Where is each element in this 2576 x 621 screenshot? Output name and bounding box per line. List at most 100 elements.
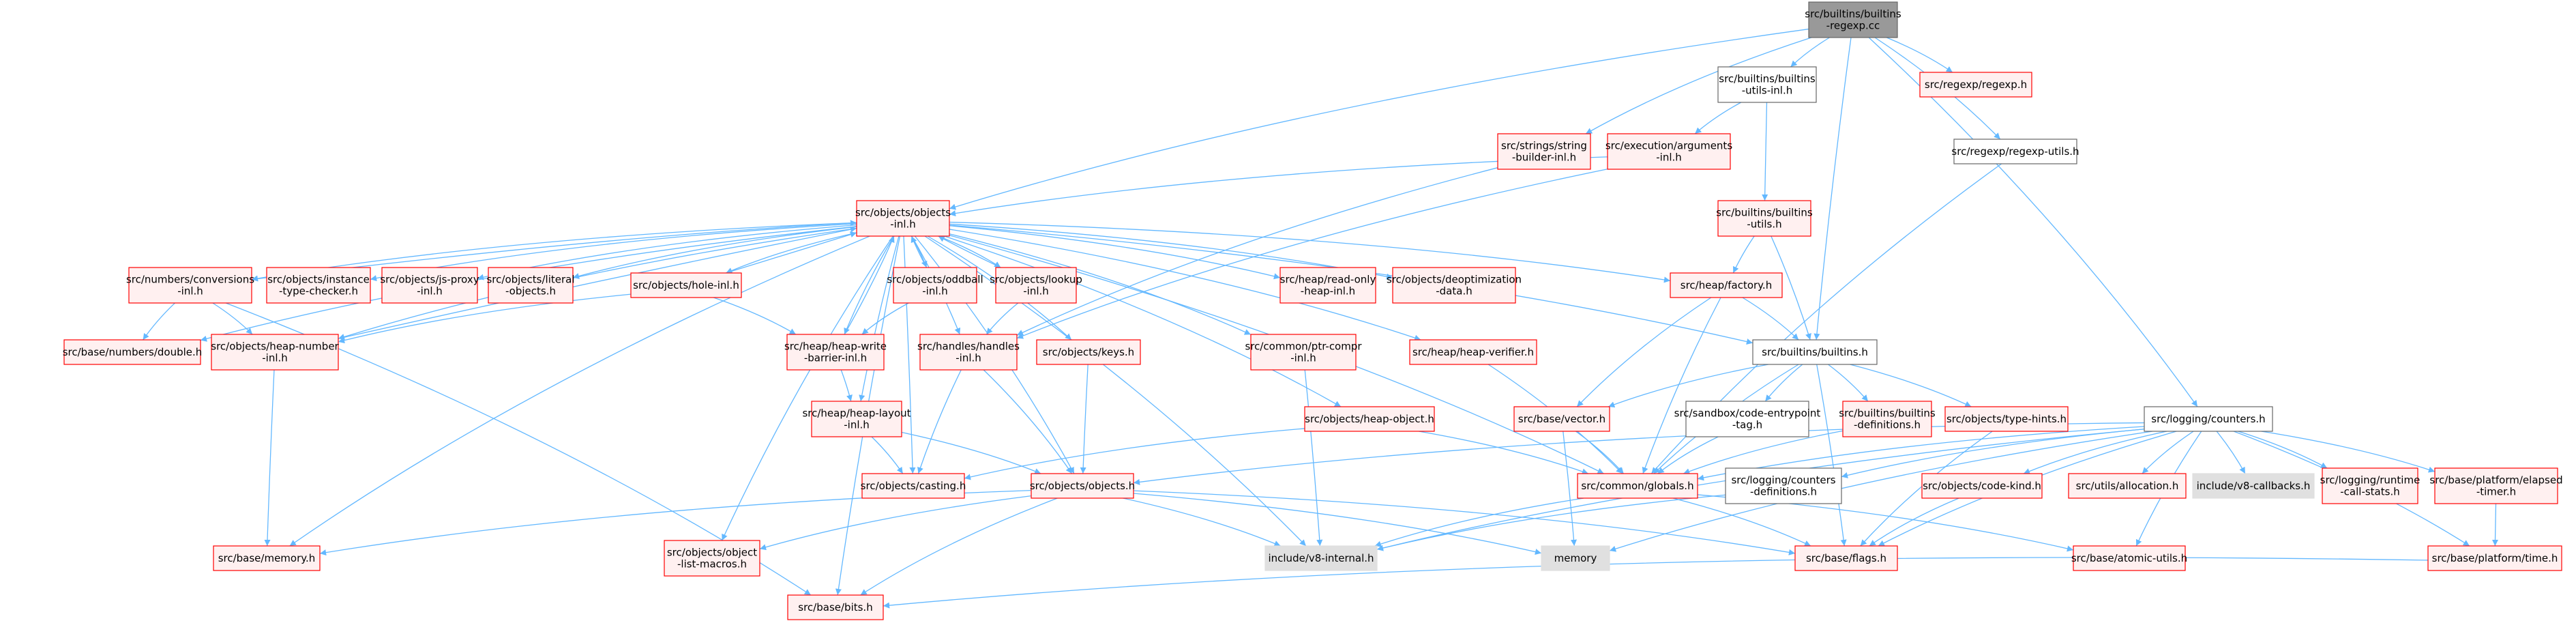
node-v8_callbacks[interactable]: include/v8-callbacks.h — [2192, 473, 2315, 499]
node-memory[interactable]: memory — [1541, 545, 1610, 571]
node-label: -call-stats.h — [2340, 486, 2399, 498]
node-utils_allocation[interactable]: src/utils/allocation.h — [2068, 473, 2187, 499]
edge-lookup_inl-to-objects_inl — [938, 235, 1001, 268]
node-label: -utils.h — [1747, 218, 1781, 231]
node-label: -inl.h — [1290, 352, 1316, 364]
node-box — [1304, 406, 1435, 432]
edge-objects_inl-to-v8_internal — [924, 235, 1307, 547]
edge-logging_counters-to-code_kind — [2023, 431, 2167, 474]
edge-counters_defs-to-v8_internal — [1376, 494, 1726, 551]
node-base_flags[interactable]: src/base/flags.h — [1794, 545, 1898, 571]
node-elapsed_timer[interactable]: src/base/platform/elapsed-timer.h — [2429, 467, 2563, 504]
node-heap_layout[interactable]: src/heap/heap-layout-inl.h — [802, 401, 911, 437]
node-builtins_defs[interactable]: src/builtins/builtins-definitions.h — [1839, 401, 1936, 437]
edge-heap_layout-to-objects_casting — [871, 436, 904, 474]
node-box — [266, 267, 371, 304]
node-instance_type_checker[interactable]: src/objects/instance-type-checker.h — [266, 267, 371, 304]
edge-builtins_defs-to-common_globals — [1683, 430, 1844, 475]
edge-type_hints-to-base_flags — [1860, 431, 1993, 547]
node-box — [1725, 467, 1842, 504]
node-label: src/heap/heap-layout — [802, 407, 911, 420]
node-box — [1808, 1, 1898, 38]
node-handles_inl[interactable]: src/handles/handles-inl.h — [917, 334, 1020, 371]
node-base_memory[interactable]: src/base/memory.h — [213, 545, 321, 571]
node-objects_keys[interactable]: src/objects/keys.h — [1036, 339, 1141, 365]
node-literal_objects[interactable]: src/objects/literal-objects.h — [486, 267, 575, 304]
node-label: -definitions.h — [1750, 486, 1817, 498]
node-oddball_inl[interactable]: src/objects/oddball-inl.h — [887, 267, 983, 304]
node-builtins_h[interactable]: src/builtins/builtins.h — [1752, 339, 1878, 365]
node-objects_inl[interactable]: src/objects/objects-inl.h — [855, 200, 951, 237]
edge-root-to-regexp_h — [1886, 37, 1953, 73]
node-platform_time[interactable]: src/base/platform/time.h — [2427, 545, 2562, 571]
node-base_numbers_double[interactable]: src/base/numbers/double.h — [63, 339, 203, 365]
edge-lookup_inl-to-handles_inl — [986, 302, 1019, 335]
node-heap_object_h[interactable]: src/objects/heap-object.h — [1304, 406, 1435, 432]
node-ptr_compr[interactable]: src/common/ptr-compr-inl.h — [1245, 334, 1362, 371]
node-regexp_utils[interactable]: src/regexp/regexp-utils.h — [1951, 139, 2079, 164]
node-box — [2434, 467, 2558, 504]
node-label: include/v8-callbacks.h — [2197, 480, 2311, 492]
node-counters_defs[interactable]: src/logging/counters-definitions.h — [1725, 467, 1842, 504]
node-box — [2144, 406, 2273, 432]
node-label: src/base/bits.h — [798, 601, 872, 613]
node-label: src/builtins/builtins.h — [1762, 346, 1868, 358]
node-box — [1919, 72, 2032, 98]
node-base_vector[interactable]: src/base/vector.h — [1513, 406, 1610, 432]
node-box — [1031, 473, 1134, 499]
node-label: -barrier-inl.h — [804, 352, 867, 364]
node-v8_internal[interactable]: include/v8-internal.h — [1264, 545, 1378, 571]
node-label: src/objects/objects.h — [1030, 480, 1135, 492]
node-box — [1513, 406, 1610, 432]
node-code_kind[interactable]: src/objects/code-kind.h — [1921, 473, 2043, 499]
node-hole_inl[interactable]: src/objects/hole-inl.h — [630, 272, 742, 298]
node-label: src/sandbox/code-entrypoint — [1674, 407, 1821, 420]
node-lookup_inl[interactable]: src/objects/lookup-inl.h — [990, 267, 1082, 304]
node-label: -inl.h — [956, 352, 981, 364]
node-deopt_data[interactable]: src/objects/deoptimization-data.h — [1387, 267, 1522, 304]
node-label: -inl.h — [890, 218, 916, 231]
node-box — [1541, 545, 1610, 571]
node-common_globals[interactable]: src/common/globals.h — [1577, 473, 1698, 499]
edge-elapsed_timer-to-platform_time — [2491, 503, 2499, 547]
node-sandbox_entry[interactable]: src/sandbox/code-entrypoint-tag.h — [1674, 401, 1821, 437]
node-objects_casting[interactable]: src/objects/casting.h — [861, 473, 966, 499]
node-heap_factory[interactable]: src/heap/factory.h — [1670, 272, 1783, 298]
node-type_hints[interactable]: src/objects/type-hints.h — [1944, 406, 2069, 432]
node-regexp_h[interactable]: src/regexp/regexp.h — [1919, 72, 2032, 98]
node-objects_h[interactable]: src/objects/objects.h — [1030, 473, 1135, 499]
node-label: src/builtins/builtins — [1719, 73, 1816, 85]
node-heap_read_only[interactable]: src/heap/read-only-heap-inl.h — [1279, 267, 1376, 304]
node-base_bits[interactable]: src/base/bits.h — [787, 594, 884, 620]
node-box — [630, 272, 742, 298]
node-atomic_utils[interactable]: src/base/atomic-utils.h — [2071, 545, 2187, 571]
node-label: -inl.h — [844, 419, 870, 431]
node-label: -inl.h — [1023, 285, 1049, 298]
node-label: src/builtins/builtins — [1839, 407, 1936, 420]
node-label: src/objects/oddball — [887, 274, 983, 286]
node-numbers_conv[interactable]: src/numbers/conversions-inl.h — [126, 267, 254, 304]
edge-root-to-strings_builder — [1585, 37, 1812, 134]
node-label: src/base/atomic-utils.h — [2071, 552, 2187, 564]
edge-builtins_h-to-sandbox_entry — [1764, 364, 1803, 402]
node-label: -tag.h — [1732, 419, 1762, 431]
node-logging_counters[interactable]: src/logging/counters.h — [2144, 406, 2273, 432]
node-heap_number_inl[interactable]: src/objects/heap-number-inl.h — [211, 334, 340, 371]
node-strings_builder[interactable]: src/strings/string-builder-inl.h — [1497, 133, 1591, 170]
edge-exec_args-to-handles_inl — [1016, 169, 1608, 339]
node-runtime_call_stats[interactable]: src/logging/runtime-call-stats.h — [2320, 467, 2420, 504]
node-heap_verifier[interactable]: src/heap/heap-verifier.h — [1409, 339, 1537, 365]
node-builtins_utils[interactable]: src/builtins/builtins-utils.h — [1716, 200, 1813, 237]
node-js_proxy[interactable]: src/objects/js-proxy-inl.h — [380, 267, 479, 304]
edge-logging_counters-to-utils_allocation — [2142, 431, 2194, 474]
edge-heap_write_barrier-to-objects_inl — [844, 235, 895, 335]
node-builtins_utils_inl[interactable]: src/builtins/builtins-utils-inl.h — [1717, 66, 1817, 103]
node-label: -inl.h — [1656, 151, 1682, 164]
node-label: src/common/globals.h — [1581, 480, 1693, 492]
node-box — [811, 401, 902, 437]
node-box — [1392, 267, 1516, 304]
edge-objects_keys-to-objects_h — [1080, 364, 1089, 474]
node-object_list_macros[interactable]: src/objects/object-list-macros.h — [664, 540, 760, 577]
node-exec_args[interactable]: src/execution/arguments-inl.h — [1605, 133, 1732, 170]
node-heap_write_barrier[interactable]: src/heap/heap-write-barrier-inl.h — [784, 334, 887, 371]
